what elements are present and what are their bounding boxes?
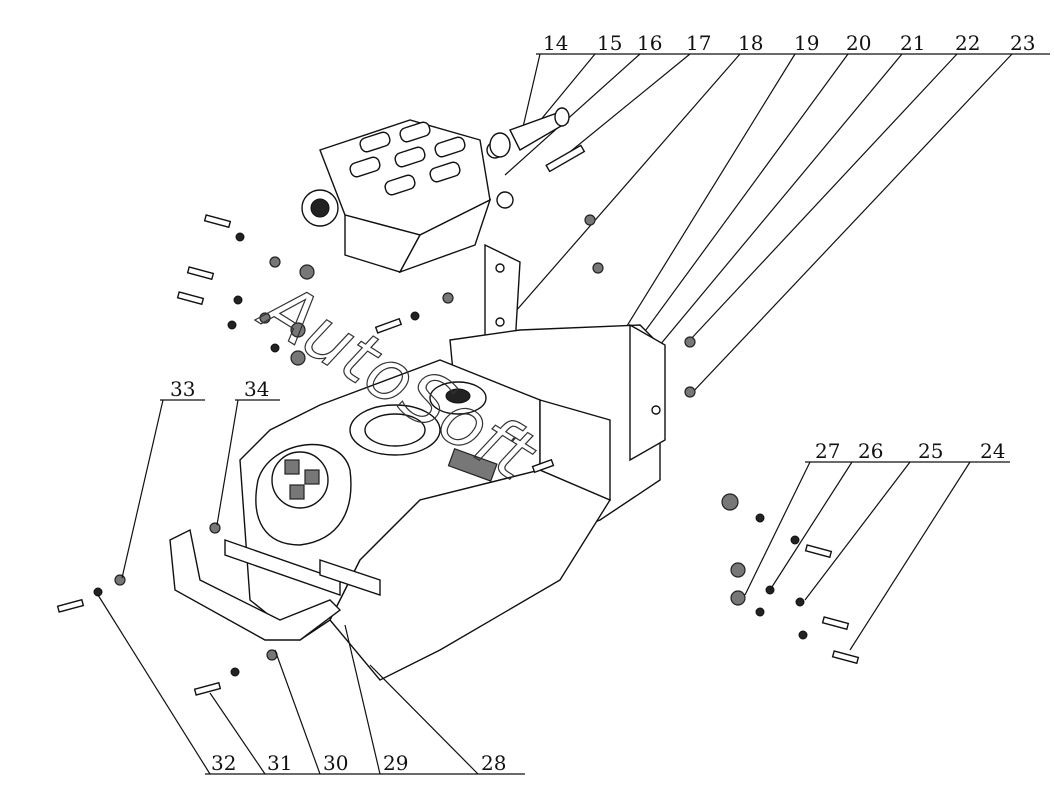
callout-23: 23 (1010, 31, 1035, 55)
top-callout-row: 14 15 16 17 18 19 20 21 22 23 (536, 31, 1050, 55)
hose-parts (489, 107, 586, 173)
urea-tank (239, 359, 612, 681)
callout-32: 32 (211, 751, 236, 775)
callout-27: 27 (815, 439, 840, 463)
callout-34: 34 (244, 377, 269, 401)
callout-14: 14 (543, 31, 568, 55)
callout-18: 18 (738, 31, 763, 55)
left-callout-row: 33 34 (121, 377, 280, 579)
callout-26: 26 (858, 439, 883, 463)
callout-28: 28 (481, 751, 506, 775)
callout-20: 20 (846, 31, 871, 55)
callout-29: 29 (383, 751, 408, 775)
callout-31: 31 (267, 751, 292, 775)
rod-part-17 (545, 144, 586, 173)
control-unit-box (301, 119, 514, 274)
callout-30: 30 (323, 751, 348, 775)
harness-connector-icon (447, 447, 498, 482)
callout-15: 15 (597, 31, 622, 55)
callout-22: 22 (955, 31, 980, 55)
fasteners (56, 214, 860, 696)
callout-19: 19 (794, 31, 819, 55)
lower-strap (169, 528, 381, 641)
callout-21: 21 (900, 31, 925, 55)
callout-17: 17 (686, 31, 711, 55)
callout-25: 25 (918, 439, 943, 463)
callout-16: 16 (637, 31, 662, 55)
callout-24: 24 (980, 439, 1005, 463)
bottom-callout-row: 32 31 30 29 28 (97, 594, 525, 775)
callout-33: 33 (170, 377, 195, 401)
right-callout-row: 27 26 25 24 (744, 439, 1010, 651)
